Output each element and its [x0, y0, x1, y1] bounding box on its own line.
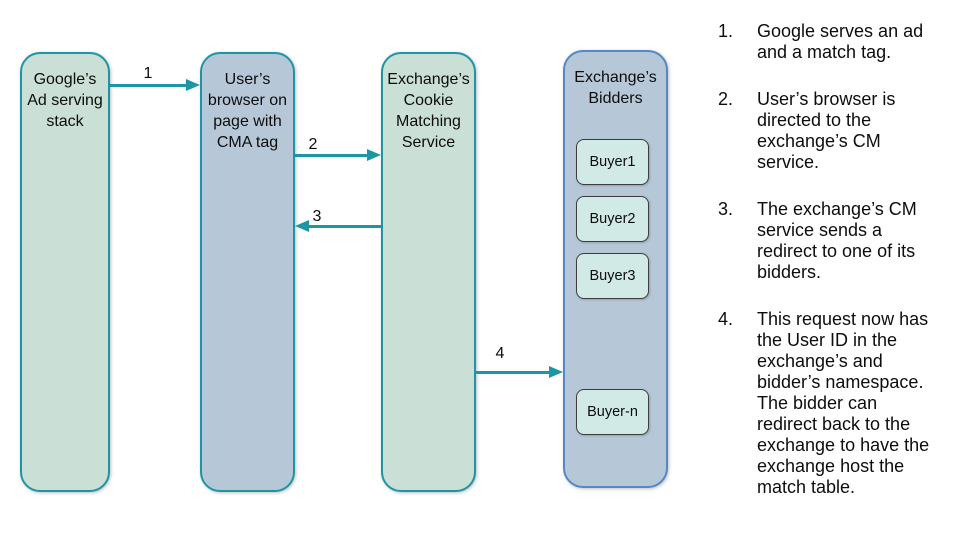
arrow-3-shaft	[307, 225, 381, 228]
buyer2-box: Buyer2	[576, 196, 649, 242]
arrow-right-icon	[186, 79, 200, 91]
note-2-number: 2.	[718, 89, 734, 109]
note-4-number: 4.	[718, 309, 734, 329]
arrow-2-shaft	[295, 154, 369, 157]
arrow-4-shaft	[476, 371, 551, 374]
arrow-1-label: 1	[143, 65, 153, 82]
node-google-ad-stack: Google’s Ad serving stack	[20, 52, 110, 492]
arrow-3	[295, 220, 381, 233]
buyer3-box: Buyer3	[576, 253, 649, 299]
node-cookie-matching-service: Exchange’s Cookie Matching Service	[381, 52, 476, 492]
arrow-2-label: 2	[308, 136, 318, 153]
note-1-text: Google serves an ad and a match tag.	[757, 21, 924, 62]
note-item-2: 2. User’s browser is directed to the exc…	[718, 89, 954, 173]
note-item-1: 1. Google serves an ad and a match tag.	[718, 21, 954, 63]
node-user-browser: User’s browser on page with CMA tag	[200, 52, 295, 492]
arrow-left-icon	[295, 220, 309, 232]
arrow-right-icon	[549, 366, 563, 378]
node-exchange-bidders-label: Exchange’s Bidders	[574, 69, 657, 107]
arrow-3-label: 3	[312, 208, 322, 225]
arrow-4-label: 4	[495, 345, 505, 362]
arrow-4	[476, 366, 563, 379]
note-item-3: 3. The exchange’s CM service sends a red…	[718, 199, 954, 283]
note-3-text: The exchange’s CM service sends a redire…	[757, 199, 917, 282]
note-3-number: 3.	[718, 199, 734, 219]
note-item-4: 4. This request now has the User ID in t…	[718, 309, 954, 498]
arrow-1	[110, 79, 200, 92]
note-2-text: User’s browser is directed to the exchan…	[757, 89, 896, 172]
buyer-n-box: Buyer-n	[576, 389, 649, 435]
buyer1-label: Buyer1	[589, 154, 636, 170]
node-cookie-matching-service-label: Exchange’s Cookie Matching Service	[387, 71, 470, 151]
arrow-right-icon	[367, 149, 381, 161]
note-1-number: 1.	[718, 21, 734, 41]
buyer3-label: Buyer3	[589, 268, 636, 284]
buyer-n-label: Buyer-n	[587, 404, 638, 420]
node-exchange-bidders: Exchange’s Bidders Buyer1 Buyer2 Buyer3 …	[563, 50, 668, 488]
arrow-1-shaft	[110, 84, 188, 87]
node-user-browser-label: User’s browser on page with CMA tag	[207, 71, 288, 151]
buyer1-box: Buyer1	[576, 139, 649, 185]
arrow-2	[295, 149, 381, 162]
node-google-ad-stack-label: Google’s Ad serving stack	[27, 71, 103, 130]
notes-list: 1. Google serves an ad and a match tag. …	[718, 21, 954, 524]
note-4-text: This request now has the User ID in the …	[757, 309, 930, 497]
buyer2-label: Buyer2	[589, 211, 636, 227]
